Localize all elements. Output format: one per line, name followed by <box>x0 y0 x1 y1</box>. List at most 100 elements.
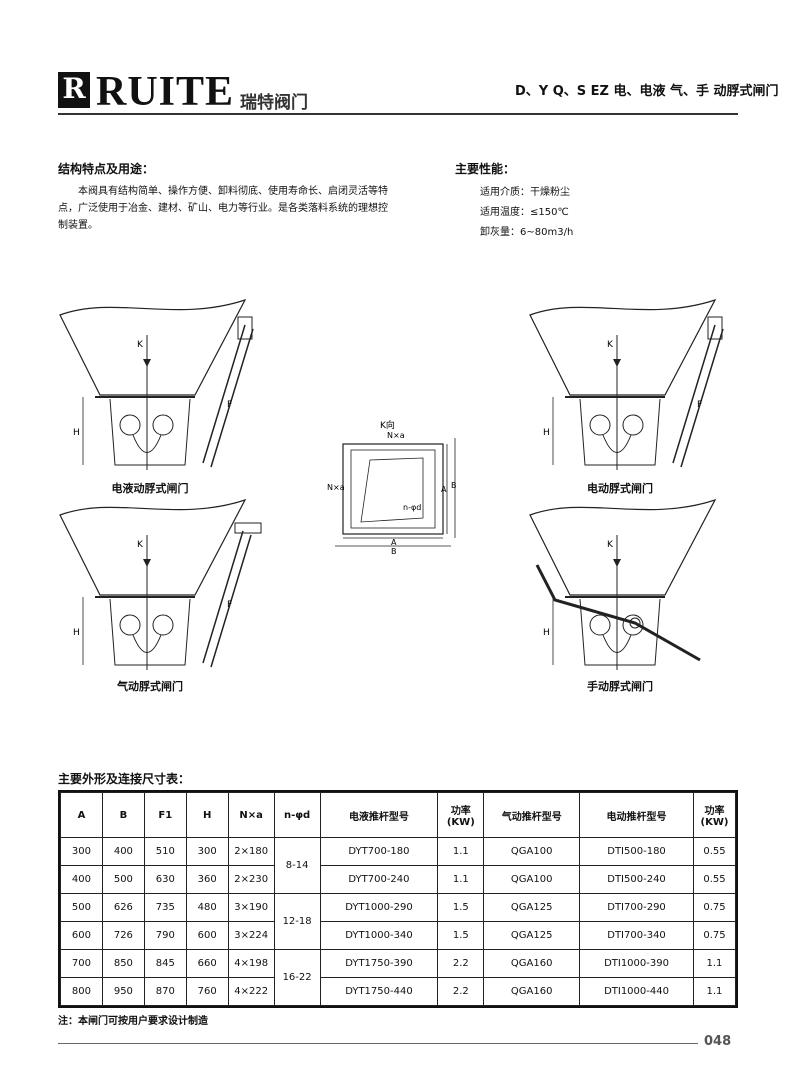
cell: 850 <box>101 949 145 978</box>
diagram-h-label: H <box>73 428 80 438</box>
brand-name: RUITE <box>96 69 235 115</box>
cell: DYT700-240 <box>319 865 439 894</box>
col-holes: n-φd <box>273 792 321 838</box>
col-power-1: 功率 (KW) <box>437 792 485 838</box>
col-electric-model: 电动推杆型号 <box>579 792 694 838</box>
table-title-wrap: 主要外形及连接尺寸表： <box>58 770 190 787</box>
b-side-label: B <box>451 481 457 490</box>
cell: 626 <box>101 893 145 922</box>
diagram-k-view: K向 N×a A B A B N×a n-φd <box>327 419 457 556</box>
table-note: 注：本闸门可按用户要求设计制造 <box>58 1016 208 1027</box>
performance-title: 主要性能： <box>455 162 516 176</box>
cell: 1.1 <box>437 837 485 866</box>
performance-capacity: 卸灰量：6~80m3/h <box>480 227 574 238</box>
cell: 510 <box>143 837 187 866</box>
cell: 0.75 <box>692 893 737 922</box>
footer-divider <box>58 1043 698 1044</box>
cell: 1.5 <box>437 893 485 922</box>
cell: DTI500-240 <box>579 865 694 894</box>
cell: 300 <box>185 837 229 866</box>
cell: DYT1750-390 <box>319 949 439 978</box>
features-section: 结构特点及用途： 本阀具有结构简单、操作方便、卸料彻底、使用寿命长、启闭灵活等特… <box>58 160 388 234</box>
cell: QGA100 <box>483 837 581 866</box>
spec-table: A B F1 H N×a n-φd 电液推杆型号 功率 (KW) 气动推杆型号 … <box>58 790 738 1008</box>
diagram-h-label: H <box>543 628 550 638</box>
k-view-label: K向 <box>380 419 395 431</box>
cell: DTI700-340 <box>579 921 694 950</box>
cell: 360 <box>185 865 229 894</box>
cell: 660 <box>185 949 229 978</box>
cell: 4×198 <box>227 949 275 978</box>
col-b: B <box>101 792 145 838</box>
cell: 500 <box>60 893 103 922</box>
diagram-electro-hydraulic: K H F <box>59 298 254 470</box>
caption-electro-hydraulic: 电液动脬式闸门 <box>111 482 189 495</box>
cell: 790 <box>143 921 187 950</box>
col-h: H <box>185 792 229 838</box>
cell: 3×190 <box>227 893 275 922</box>
cell: DTI700-290 <box>579 893 694 922</box>
cell: 1.1 <box>692 949 737 978</box>
cell: 400 <box>60 865 103 894</box>
performance-medium: 适用介质：干燥粉尘 <box>480 187 570 198</box>
cell: DTI1000-390 <box>579 949 694 978</box>
cell: DYT1000-290 <box>319 893 439 922</box>
cell: 600 <box>60 921 103 950</box>
table-title: 主要外形及连接尺寸表： <box>58 772 191 786</box>
cell: 1.1 <box>692 977 737 1006</box>
col-f1: F1 <box>143 792 187 838</box>
nxa-side-label: N×a <box>327 483 345 492</box>
caption-pneumatic: 气动脬式闸门 <box>117 680 183 693</box>
col-a: A <box>60 792 103 838</box>
table-row: 400 500 630 360 2×230 DYT700-240 1.1 QGA… <box>60 865 737 894</box>
cell: 4×222 <box>227 977 275 1006</box>
cell: 0.75 <box>692 921 737 950</box>
performance-temperature: 适用温度：≤150℃ <box>480 207 569 218</box>
cell: 400 <box>101 837 145 866</box>
cell: 735 <box>143 893 187 922</box>
page-number: 048 <box>704 1034 732 1049</box>
cell: QGA160 <box>483 949 581 978</box>
a-side-label: A <box>441 485 447 494</box>
table-row: 500 626 735 480 3×190 12-18 DYT1000-290 … <box>60 893 737 950</box>
col-pneumatic-model: 气动推杆型号 <box>483 792 581 838</box>
caption-electric: 电动脬式闸门 <box>587 482 653 495</box>
caption-manual: 手动脬式闸门 <box>587 680 653 693</box>
cell: DTI1000-440 <box>579 977 694 1006</box>
cell: 300 <box>60 837 103 866</box>
brand-name-cn: 瑞特阀门 <box>240 93 308 113</box>
cell: 2×230 <box>227 865 275 894</box>
col-hydraulic-model: 电液推杆型号 <box>319 792 439 838</box>
cell: 500 <box>101 865 145 894</box>
cell: 600 <box>185 921 229 950</box>
cell: 480 <box>185 893 229 922</box>
cell: 0.55 <box>692 837 737 866</box>
diagram-pneumatic: K H F <box>59 498 262 670</box>
diagram-h-label: H <box>543 428 550 438</box>
table-row: 700 850 845 660 4×198 16-22 DYT1750-390 … <box>60 949 737 1006</box>
col-power-2: 功率 (KW) <box>692 792 737 838</box>
cell: 1.1 <box>437 865 485 894</box>
cell: QGA125 <box>483 893 581 922</box>
cell: 0.55 <box>692 865 737 894</box>
diagram-h-label: H <box>73 628 80 638</box>
cell: 2.2 <box>437 977 485 1006</box>
a-bottom-label: A <box>391 538 397 547</box>
cell-merged: 16-22 <box>273 949 321 1006</box>
header-divider <box>58 113 738 115</box>
performance-section: 主要性能： 适用介质：干燥粉尘 适用温度：≤150℃ 卸灰量：6~80m3/h <box>455 160 715 243</box>
table-row: 300 400 510 300 2×180 8-14 DYT700-180 1.… <box>60 837 737 894</box>
b-bottom-label: B <box>391 547 397 556</box>
cell: QGA125 <box>483 921 581 950</box>
table-row: 600 726 790 600 3×224 DYT1000-340 1.5 QG… <box>60 921 737 950</box>
cell-merged: 8-14 <box>273 837 321 894</box>
holes-label: n-φd <box>403 503 421 512</box>
diagram-manual: K H <box>529 498 717 670</box>
cell: DYT700-180 <box>319 837 439 866</box>
table-header-row: A B F1 H N×a n-φd 电液推杆型号 功率 (KW) 气动推杆型号 … <box>60 792 737 838</box>
cell: QGA100 <box>483 865 581 894</box>
nxa-top-label: N×a <box>387 431 405 440</box>
cell: 700 <box>60 949 103 978</box>
diagram-k-label: K <box>137 340 144 350</box>
col-nxa: N×a <box>227 792 275 838</box>
